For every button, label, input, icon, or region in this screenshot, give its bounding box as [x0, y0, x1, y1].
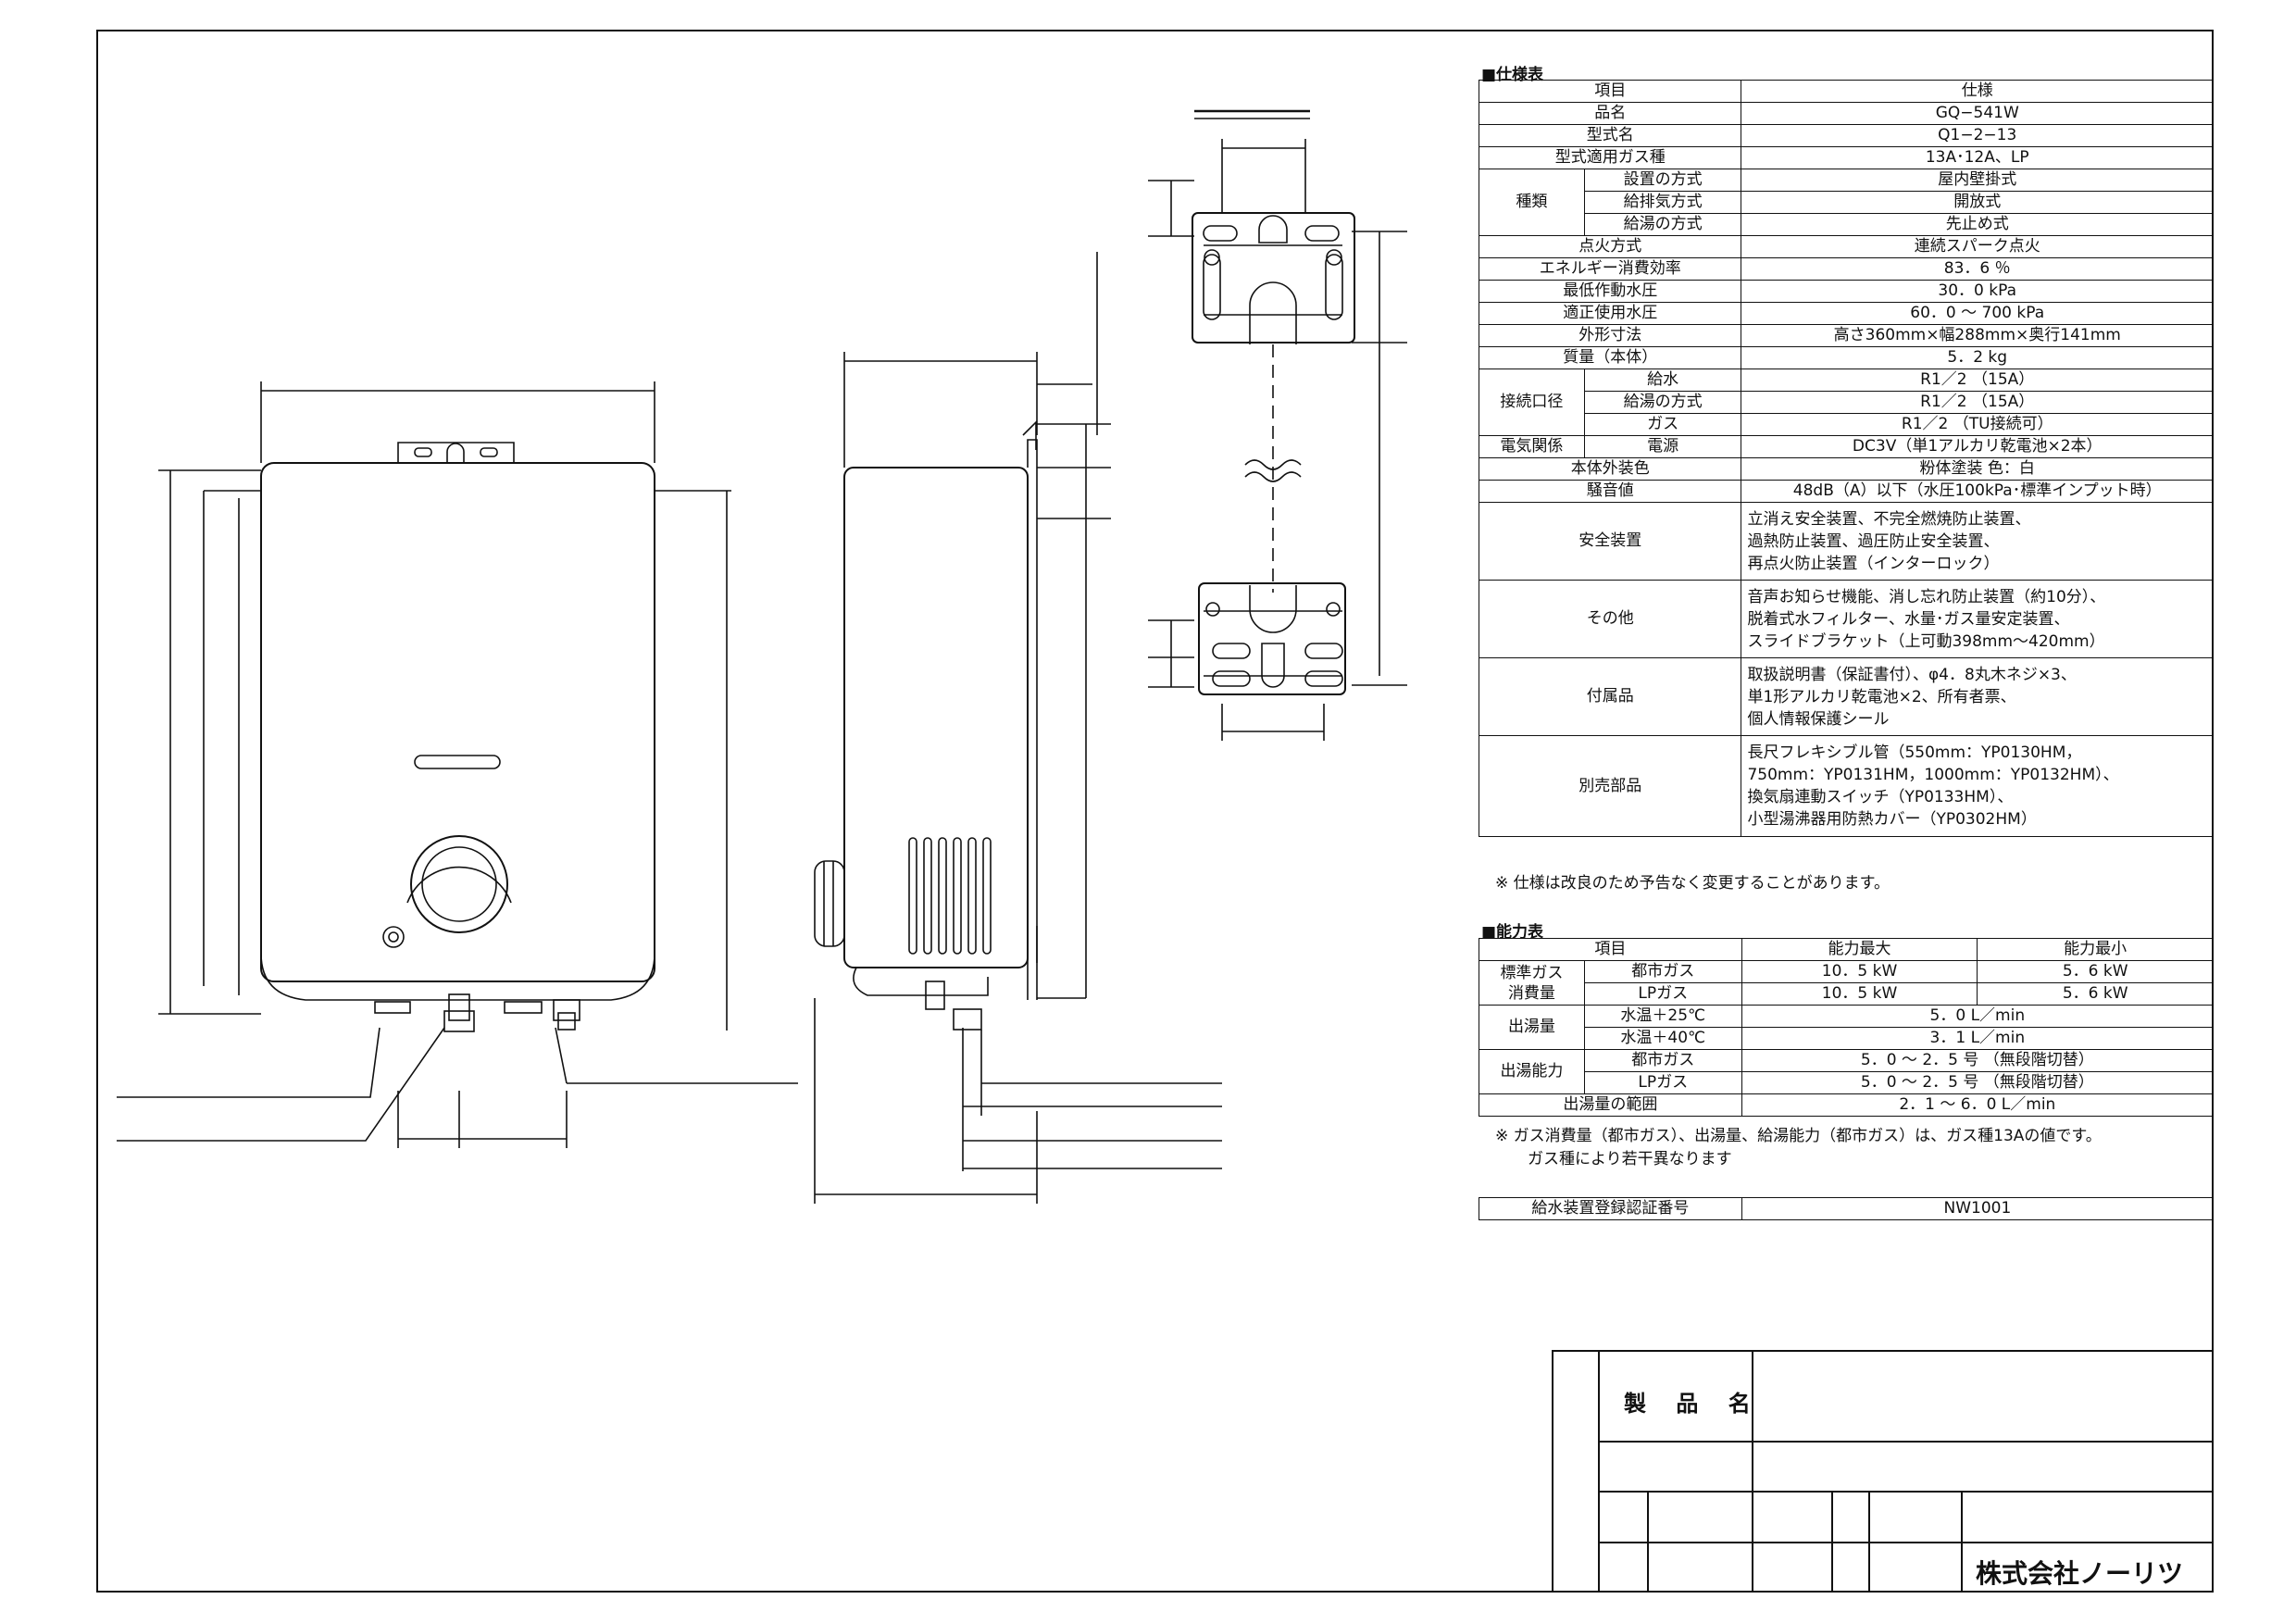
list-item: 750mm：YP0131HM，1000mm：YP0132HM）、: [1747, 766, 2119, 784]
list-item: 脱着式水フィルター、水量･ガス量安定装置、: [1747, 609, 2070, 629]
table-row: 外形寸法高さ360mm×幅288mm×奥行141mm: [1478, 324, 2214, 347]
table-row: 安全装置 立消え安全装置、不完全燃焼防止装置、 過熱防止装置、過圧防止安全装置、…: [1478, 502, 2214, 581]
table-row: 給排気方式開放式: [1479, 191, 2214, 214]
capacity-note-2: ガス種により若干異なります: [1528, 1150, 1732, 1168]
list-item: 過熱防止装置、過圧防止安全装置、: [1747, 531, 2000, 551]
table-row: 付属品 取扱説明書（保証書付）、φ4．8丸木ネジ×3、 単1形アルカリ乾電池×2…: [1478, 657, 2214, 736]
table-row: 別売部品 長尺フレキシブル管（550mm：YP0130HM， 750mm：YP0…: [1478, 735, 2214, 837]
list-item: 個人情報保護シール: [1747, 709, 1890, 729]
list-item: 音声お知らせ機能、消し忘れ防止装置（約10分）、: [1747, 587, 2106, 606]
spec-note: ※ 仕様は改良のため予告なく変更することがあります。: [1495, 874, 1890, 893]
list-item: 再点火防止装置（インターロック）: [1747, 554, 2000, 573]
list-item: 換気扇連動スイッチ（YP0133HM）、: [1747, 788, 2014, 806]
list-item: 長尺フレキシブル管（550mm：YP0130HM，: [1747, 743, 2082, 762]
table-row: 点火方式連続スパーク点火: [1478, 235, 2214, 258]
list-item: 立消え安全装置、不完全燃焼防止装置、: [1747, 509, 2031, 529]
list-item: 小型湯沸器用防熱カバー（YP0302HM）: [1747, 810, 2037, 829]
table-row: その他 音声お知らせ機能、消し忘れ防止装置（約10分）、 脱着式水フィルター、水…: [1478, 580, 2214, 658]
maker-logo: 株式会社ノーリツ: [1976, 1558, 2184, 1589]
side-view: [814, 252, 1222, 1204]
front-view: [117, 381, 798, 1148]
list-item: スライドブラケット（上可動398mm〜420mm）: [1747, 631, 2105, 651]
product-name-label: 製 品 名: [1624, 1391, 1762, 1417]
table-row: 本体外装色粉体塗装 色：白: [1478, 457, 2214, 481]
capacity-table-title: ■能力表: [1481, 923, 1544, 942]
bracket-view: [1148, 109, 1407, 741]
table-row: 質量（本体）5．2 kg: [1478, 346, 2214, 369]
table-row: 給湯の方式先止め式: [1479, 213, 2214, 236]
table-row: 項目仕様: [1478, 80, 2214, 103]
table-row: 項目能力最大能力最小: [1479, 938, 2214, 961]
capacity-note: ※ ガス消費量（都市ガス）、出湯量、給湯能力（都市ガス）は、ガス種13Aの値です…: [1495, 1127, 2102, 1145]
title-block: 製 品 名 株式会社ノーリツ: [1552, 1350, 2214, 1593]
table-row: 種類設置の方式屋内壁掛式: [1479, 169, 2214, 236]
list-item: 取扱説明書（保証書付）、φ4．8丸木ネジ×3、: [1747, 665, 2077, 684]
list-item: 単1形アルカリ乾電池×2、所有者票、: [1747, 687, 2016, 706]
